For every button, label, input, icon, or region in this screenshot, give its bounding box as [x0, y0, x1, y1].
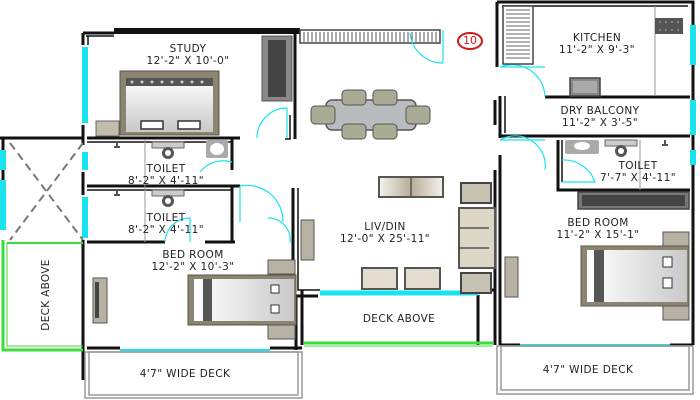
room-dimensions: 11'-2" X 3'-5" — [562, 117, 638, 129]
room-label-toilet-2: TOILET 8'-2" X 4'-11" — [128, 212, 204, 236]
room-label-liv-din: LIV/DIN 12'-0" X 25'-11" — [340, 221, 430, 245]
study-wardrobe — [261, 35, 293, 102]
room-name: TOILET — [146, 212, 186, 224]
wide-deck-left-label: 4'7" WIDE DECK — [139, 368, 231, 380]
room-name: KITCHEN — [572, 32, 622, 44]
sofa-set — [300, 176, 496, 294]
room-label-kitchen: KITCHEN 11'-2" X 9'-3" — [559, 32, 635, 56]
toilet1-fixtures — [114, 140, 228, 242]
room-name: STUDY — [169, 43, 207, 55]
room-dimensions: 11'-2" X 15'-1" — [556, 229, 640, 241]
bedroom2-furniture — [504, 191, 690, 321]
toilet2-fixtures — [114, 189, 185, 207]
toilet3-fixtures — [565, 139, 668, 157]
room-dimensions: 8'-2" X 4'-11" — [128, 175, 204, 187]
room-label-toilet-1: TOILET 8'-2" X 4'-11" — [128, 163, 204, 187]
room-name: TOILET — [618, 160, 658, 172]
study-bed — [95, 70, 220, 137]
wide-decks — [84, 345, 694, 399]
room-label-study: STUDY 12'-2" X 10'-0" — [147, 43, 230, 67]
room-name: DRY BALCONY — [560, 105, 640, 117]
room-dimensions: 12'-2" X 10'-3" — [151, 261, 235, 273]
top-grille — [299, 29, 441, 44]
door-swings — [164, 30, 596, 244]
room-dimensions: 12'-0" X 25'-11" — [339, 233, 431, 245]
room-label-toilet-3: TOILET 7'-7" X 4'-11" — [600, 160, 676, 184]
room-dimensions: 8'-2" X 4'-11" — [128, 224, 204, 236]
room-label-dry-balcony: DRY BALCONY 11'-2" X 3'-5" — [561, 105, 640, 129]
room-name: LIV/DIN — [364, 221, 406, 233]
deck-left — [0, 136, 84, 352]
room-dimensions: 11'-2" X 9'-3" — [559, 44, 635, 56]
room-dimensions: 12'-2" X 10'-0" — [146, 55, 230, 67]
room-label-bedroom-2: BED ROOM 11'-2" X 15'-1" — [557, 217, 640, 241]
kitchen-furniture — [502, 5, 683, 97]
unit-number-marker: 10 — [457, 32, 483, 50]
room-name: BED ROOM — [162, 249, 224, 261]
room-name: BED ROOM — [567, 217, 629, 229]
room-dimensions: 7'-7" X 4'-11" — [600, 172, 676, 184]
room-name: TOILET — [146, 163, 186, 175]
dining-set — [310, 89, 431, 140]
deck-above-center-label: DECK ABOVE — [362, 313, 436, 325]
deck-above-left-label: DECK ABOVE — [40, 259, 52, 331]
room-label-bedroom-1: BED ROOM 12'-2" X 10'-3" — [152, 249, 235, 273]
windows — [0, 47, 670, 351]
bedroom1-furniture — [92, 259, 297, 340]
wide-deck-right-label: 4'7" WIDE DECK — [542, 364, 634, 376]
